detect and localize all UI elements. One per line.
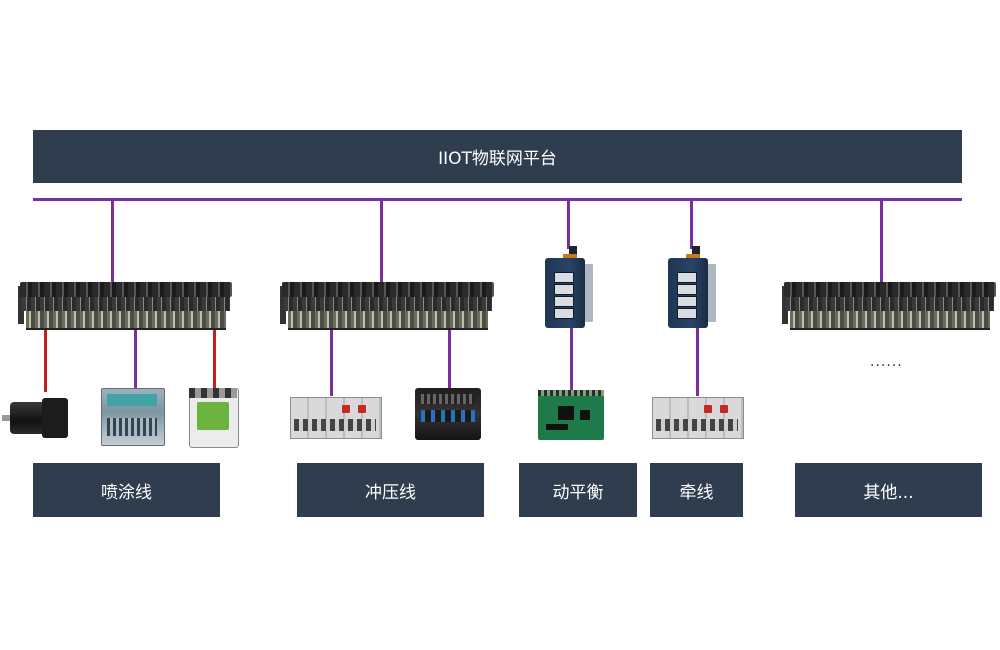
- serial-link-motor: [44, 330, 47, 392]
- siemens-s7-plc-icon: [101, 388, 165, 446]
- zone-label-spray: 喷涂线: [33, 463, 220, 517]
- rockwell-plc-icon-traction: [652, 397, 744, 439]
- io-rack-gateway-other: [782, 282, 996, 330]
- zone-label-balance: 动平衡: [519, 463, 637, 517]
- platform-title: IIOT物联网平台: [438, 149, 557, 169]
- zone-label-press: 冲压线: [297, 463, 484, 517]
- servo-motor-icon: [2, 396, 68, 440]
- more-devices-indicator: ......: [870, 354, 903, 370]
- controller-board-icon: [538, 390, 604, 440]
- bus-link-compact-plc: [448, 330, 451, 388]
- bus-drop-press: [380, 201, 383, 285]
- io-rack-gateway-press: [280, 282, 494, 330]
- contactor-icon: [189, 388, 239, 448]
- bus-link-s7: [134, 330, 137, 392]
- bus-link-rockwell-traction: [696, 328, 699, 396]
- bus-drop-balance: [567, 201, 570, 249]
- serial-link-contactor: [213, 330, 216, 390]
- rockwell-plc-icon-press: [290, 397, 382, 439]
- io-rack-gateway-spray: [18, 282, 232, 330]
- zone-label-text: 其他...: [863, 482, 914, 503]
- zone-label-text: 牵线: [679, 482, 714, 503]
- iiot-platform-banner: IIOT物联网平台: [33, 130, 962, 183]
- compact-plc-icon: [415, 388, 481, 440]
- ethernet-switch-balance: [545, 246, 593, 328]
- bus-link-rockwell-press: [330, 330, 333, 396]
- ethernet-switch-traction: [668, 246, 716, 328]
- zone-label-text: 动平衡: [552, 482, 604, 503]
- zone-label-text: 冲压线: [365, 482, 416, 503]
- bus-link-board: [570, 328, 573, 392]
- bus-drop-spray: [111, 201, 114, 285]
- zone-label-other: 其他...: [795, 463, 982, 517]
- zone-label-text: 喷涂线: [101, 482, 152, 503]
- zone-label-traction: 牵线: [650, 463, 743, 517]
- bus-drop-traction: [690, 201, 693, 249]
- bus-drop-other: [880, 201, 883, 285]
- platform-bus-line: [33, 198, 962, 201]
